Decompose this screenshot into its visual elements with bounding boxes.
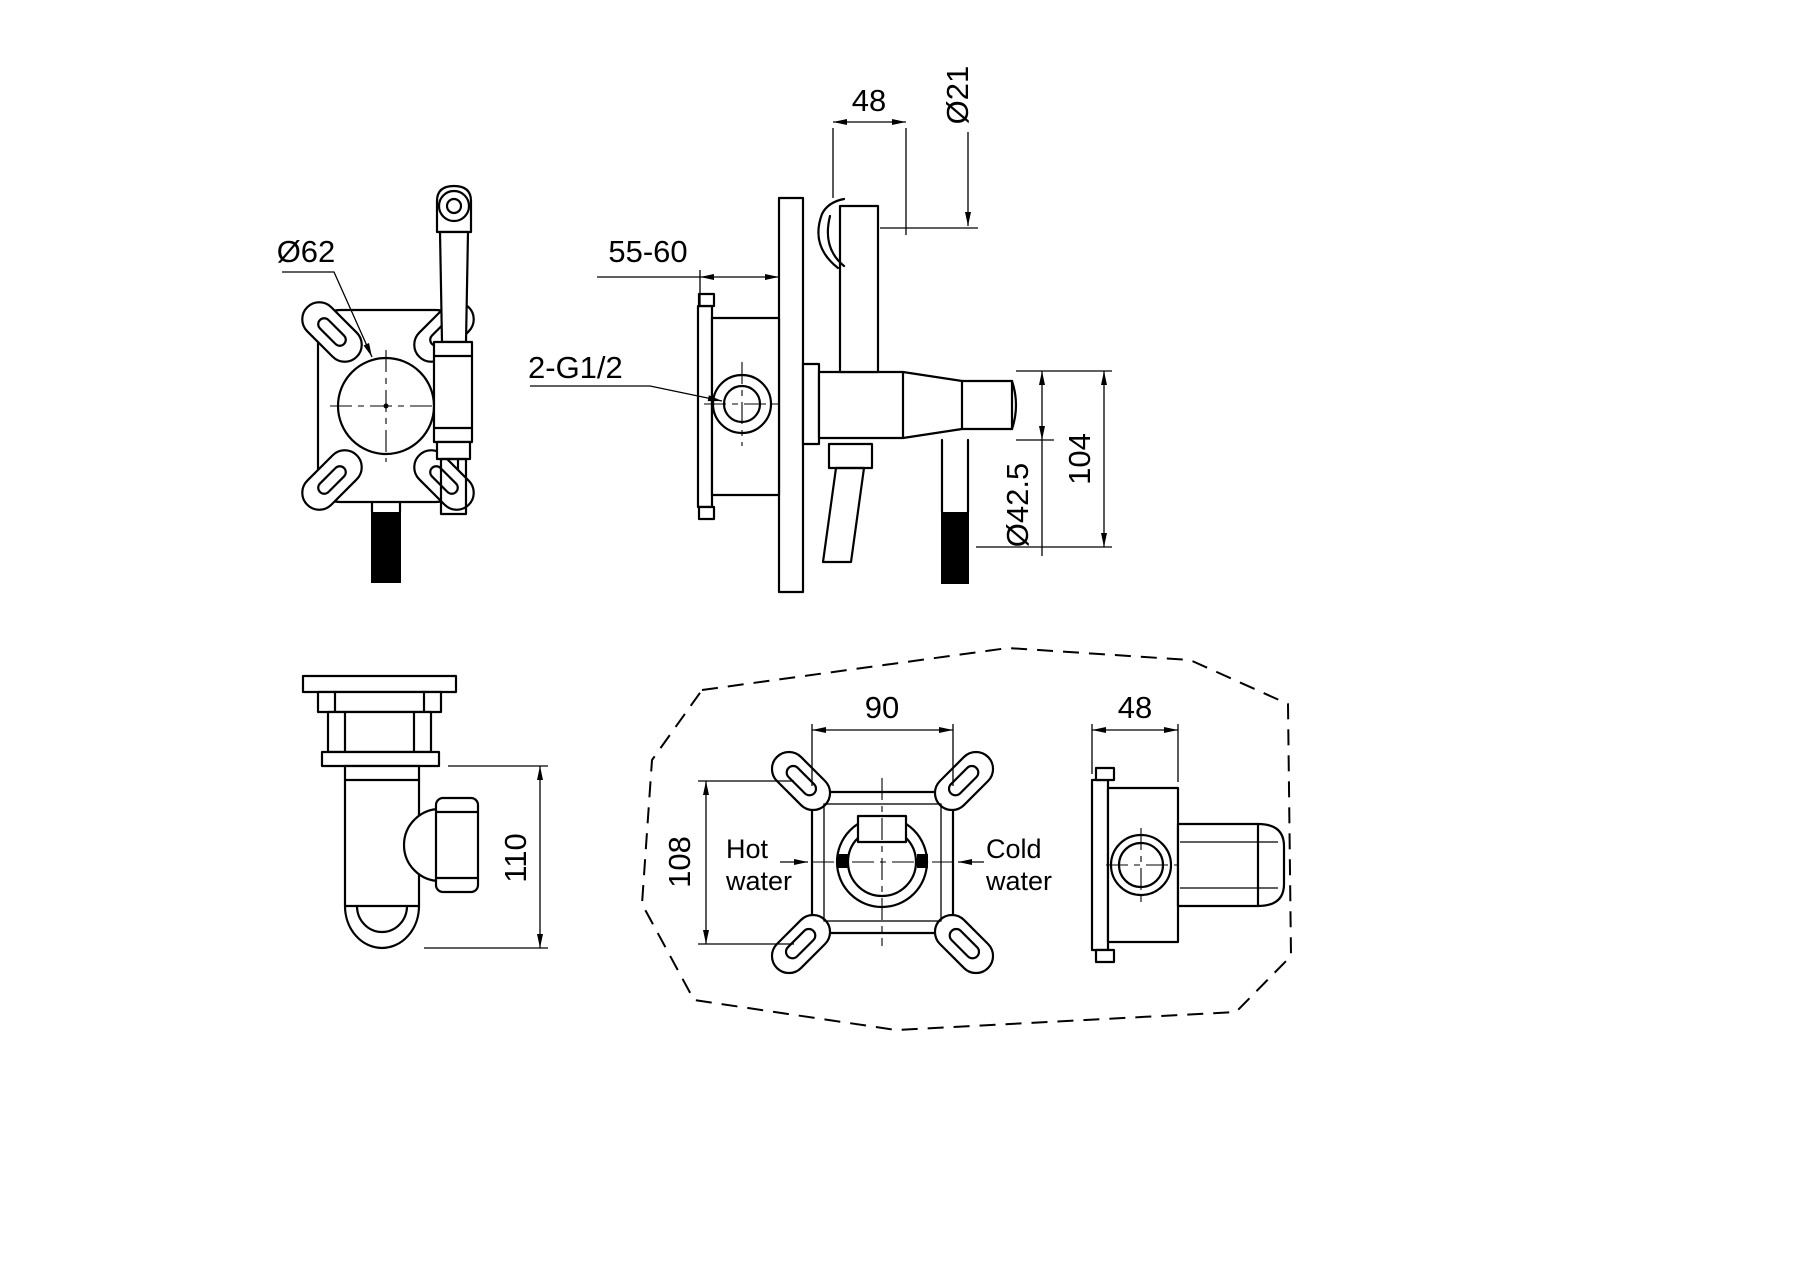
sprayer-handle (838, 204, 880, 374)
dim-depth-55-60: 55-60 (608, 234, 687, 269)
hose-thread (439, 457, 468, 516)
holder-hook (817, 197, 846, 270)
rough-in-box-side-detail (1090, 766, 1286, 964)
sprayer-holder (432, 340, 474, 444)
svg-text:water: water (725, 866, 792, 896)
mounting-ear-bottom-right (413, 449, 475, 511)
centerlines (704, 362, 780, 446)
dim-110: 110 (498, 833, 533, 882)
aerator (437, 189, 471, 223)
sprayer-holder-side (801, 362, 1018, 446)
rough-in-box-side (696, 292, 781, 521)
ext-lines-48 (832, 128, 907, 235)
box-tab-bottom (1094, 948, 1116, 964)
ext-lines-d425 (1016, 439, 1054, 556)
mounting-slot (948, 927, 981, 960)
hand-sprayer-front (432, 184, 474, 516)
ear-top-left (770, 750, 832, 812)
side-section-view: 48 Ø21 55-60 2-G1/2 104 Ø42.5 (528, 66, 1112, 594)
box-tab-bottom (697, 505, 716, 521)
dim-48-top: 48 (852, 83, 886, 118)
mounting-slot (947, 764, 980, 797)
top-plate (301, 674, 458, 694)
mounting-ear-top-left (301, 301, 363, 363)
ear-top-right (933, 750, 995, 812)
box-flange (696, 304, 714, 509)
wall-section (777, 196, 805, 594)
dim-diameter-42-5: Ø42.5 (1000, 463, 1035, 547)
centerlines (330, 350, 442, 462)
mounting-ear-bottom-left (301, 449, 363, 511)
body-dome (343, 904, 421, 950)
cold-port-mark (917, 854, 928, 868)
dim-tail-5560 (597, 270, 701, 306)
ext-lines-110 (424, 765, 548, 949)
front-view: Ø62 (277, 184, 475, 583)
box-tab-top (697, 292, 716, 308)
mounting-slot (784, 927, 817, 960)
mounting-slot (429, 465, 459, 495)
dim-48-side: 48 (1118, 690, 1152, 725)
mounting-slot (317, 465, 347, 495)
hose-side (821, 442, 874, 564)
ear-bottom-right (933, 913, 995, 975)
dim-diameter-21: Ø21 (940, 66, 975, 125)
dim-90: 90 (865, 690, 899, 725)
rough-in-detail: 90 108 Hot water Cold water 48 (641, 647, 1292, 1031)
ext-lines-108 (698, 780, 794, 945)
escutcheon (801, 362, 821, 446)
rough-in-box-front (770, 750, 995, 975)
leader-d62 (282, 271, 373, 358)
centerlines (1106, 828, 1178, 902)
escutcheon-plate (320, 750, 441, 768)
hose-nut (827, 442, 874, 470)
side-knob (434, 796, 480, 894)
dim-diameter-62: Ø62 (277, 234, 336, 269)
hand-sprayer-side (817, 197, 880, 374)
detail-boundary (641, 647, 1292, 1031)
dim-104: 104 (1062, 433, 1097, 485)
centerlines (812, 778, 953, 946)
ext-lines-90 (811, 724, 954, 786)
protection-plug (1176, 822, 1286, 908)
ear-bottom-left (770, 913, 832, 975)
hot-port-mark (837, 854, 848, 868)
sprayer-body (438, 230, 470, 344)
dim-108: 108 (662, 836, 697, 888)
box-flange (1090, 778, 1110, 952)
mounting-slot (785, 764, 818, 797)
plan-view: 110 (301, 674, 548, 950)
mounting-slot (317, 317, 347, 347)
supply-pipe-front (370, 500, 402, 583)
label-cold-water: Cold (986, 834, 1042, 864)
label-thread-2-g12: 2-G1/2 (528, 350, 623, 385)
svg-text:water: water (985, 866, 1052, 896)
leader-thread (530, 385, 723, 402)
box-tab-top (1094, 766, 1116, 782)
supply-pipe-side (940, 438, 970, 584)
label-hot-water: Hot (726, 834, 769, 864)
holder-body (817, 370, 1014, 440)
hose-nut (435, 440, 472, 461)
hose-thread (821, 466, 866, 564)
ext-lines-104 (976, 370, 1112, 548)
